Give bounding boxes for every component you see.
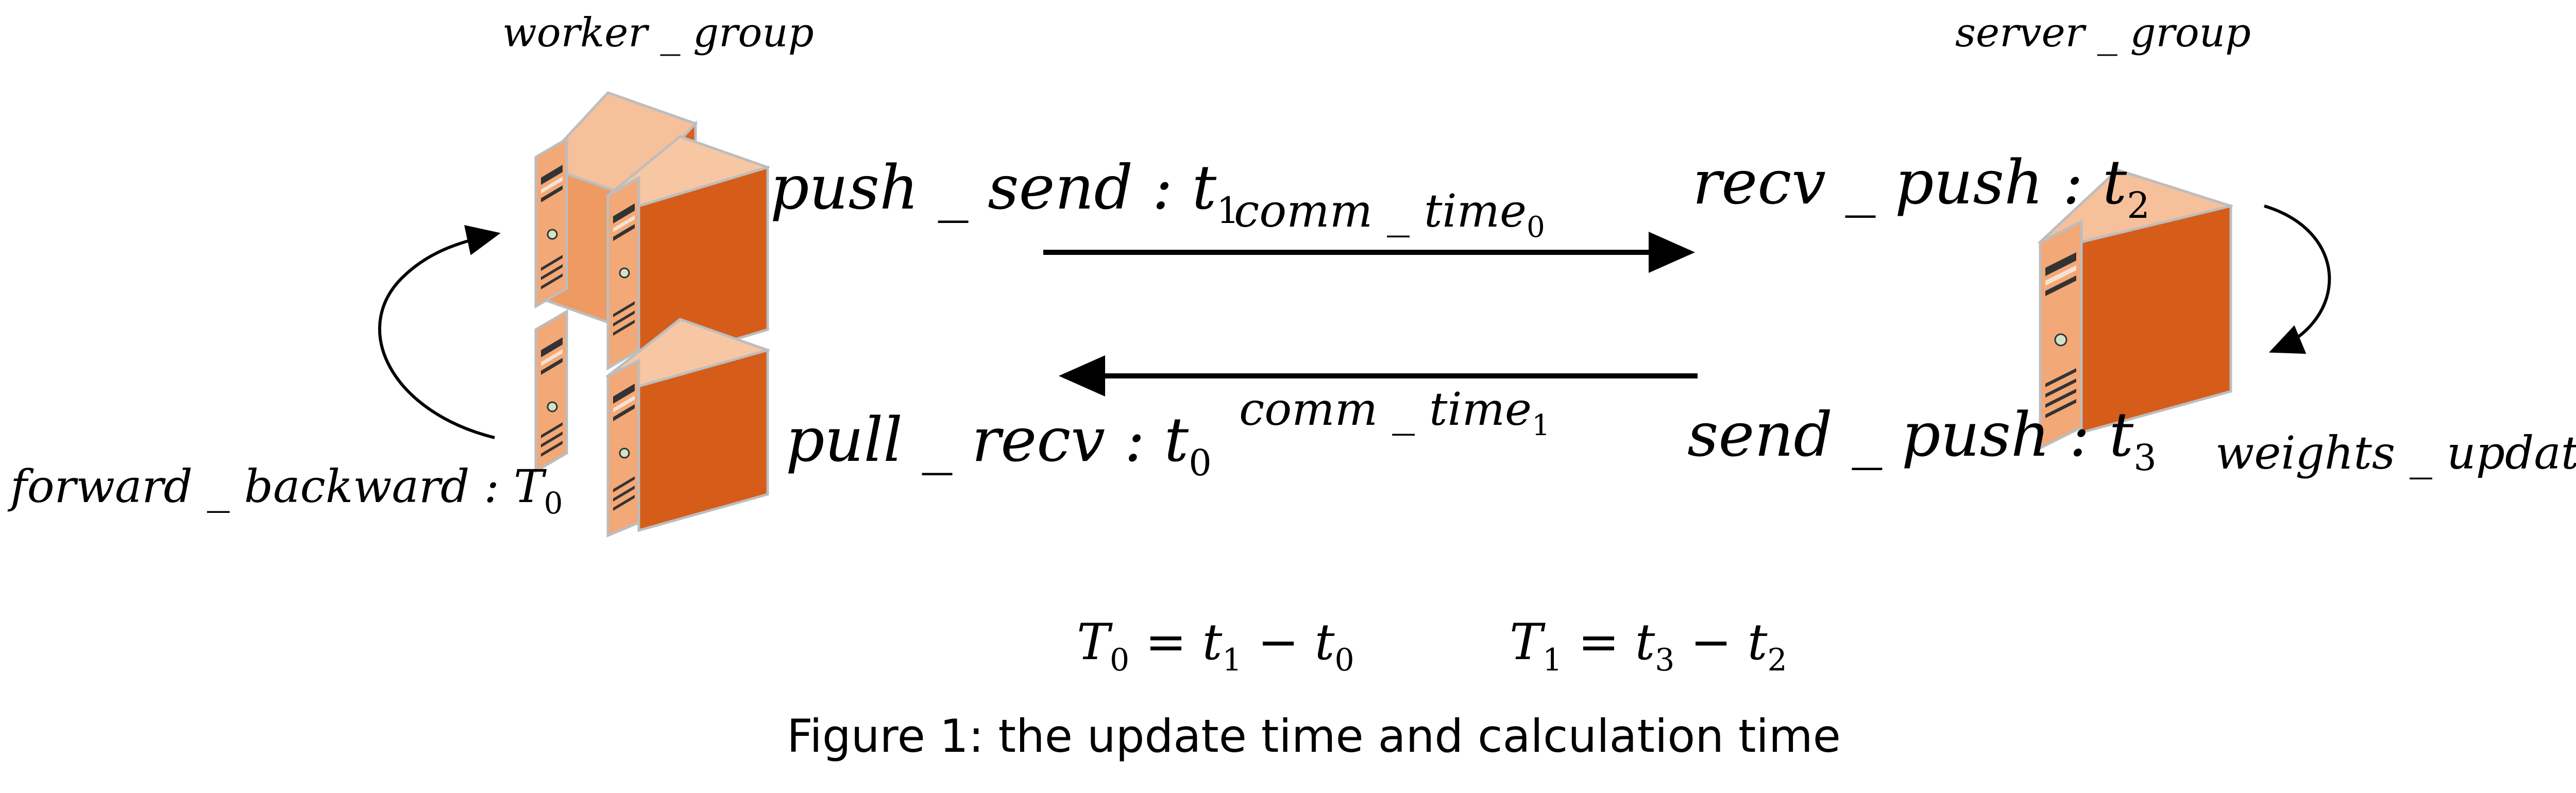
push-send-label: push _ send : t1: [770, 152, 1240, 232]
server-icon: [605, 318, 771, 538]
server-icon: [534, 136, 568, 309]
forward-backward-loop-arrow: [378, 225, 501, 439]
server-icon: [605, 135, 771, 371]
forward-backward-label: forward _ backward : T0: [7, 460, 563, 521]
comm-time-1-label: comm _ time1: [1239, 383, 1550, 442]
equation-t0: T0 = t1 − t0: [1077, 613, 1354, 678]
weights-update-label: weights _ update : T1: [2215, 426, 2576, 487]
comm-time-0-label: comm _ time0: [1234, 184, 1545, 244]
server-icon: [534, 309, 568, 474]
figure-caption: Figure 1: the update time and calculatio…: [787, 710, 1841, 763]
send-push-label: send _ push : t3: [1687, 399, 2157, 479]
server-group-label: server _ group: [1955, 10, 2251, 56]
server-icon: [2038, 168, 2233, 451]
recv-push-label: recv _ push : t2: [1692, 147, 2150, 227]
equation-t1: T1 = t3 − t2: [1510, 613, 1787, 678]
pull-recv-label: pull _ recv : t0: [786, 404, 1212, 484]
worker-group-label: worker _ group: [502, 10, 814, 56]
weights-update-loop-arrow: [2264, 204, 2331, 354]
worker-server-icons: [534, 91, 771, 538]
